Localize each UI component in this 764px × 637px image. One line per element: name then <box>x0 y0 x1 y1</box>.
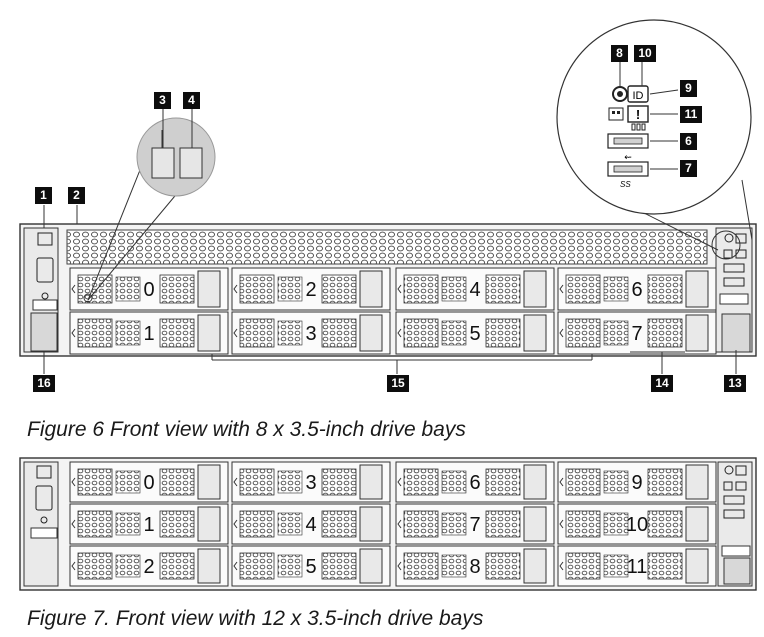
drive-bay-number: 1 <box>143 514 154 536</box>
drive-bay-number: 5 <box>305 556 316 578</box>
drive-bay: 3 <box>231 461 391 503</box>
right-control-ear <box>715 227 753 353</box>
drive-bay-number: 3 <box>305 472 316 494</box>
callout-3: 3 <box>154 92 171 109</box>
drive-bay-number: 4 <box>305 514 316 536</box>
drive-bay-number: 6 <box>631 279 642 301</box>
drive-bay: 0 <box>69 461 229 503</box>
left-control-ear <box>23 227 59 353</box>
drive-bay: 7 <box>395 503 555 545</box>
callout-13: 13 <box>724 375 746 392</box>
callout-14: 14 <box>651 375 673 392</box>
drive-bay: 1 <box>69 311 229 355</box>
drive-bay: 2 <box>69 545 229 587</box>
callout-1: 1 <box>35 187 52 204</box>
drive-bay-number: 3 <box>305 323 316 345</box>
drive-bay: 11 <box>557 545 717 587</box>
figure7-drive-bays: 0 1 2 3 4 5 6 7 8 9 10 11 <box>69 461 717 587</box>
zoom-operator-panel: ID ! ⇜ SS <box>556 19 753 260</box>
figure6-drive-bays: 0 1 2 3 4 5 6 7 <box>69 267 717 355</box>
drive-bay: 4 <box>231 503 391 545</box>
figure6-caption: Figure 6 Front view with 8 x 3.5-inch dr… <box>27 418 466 441</box>
callout-8: 8 <box>611 45 628 62</box>
callout-2: 2 <box>68 187 85 204</box>
drive-bay-number: 10 <box>626 514 648 536</box>
drive-bay: 10 <box>557 503 717 545</box>
drive-bay-number: 5 <box>469 323 480 345</box>
callout-16: 16 <box>33 375 55 392</box>
drive-bay-number: 4 <box>469 279 480 301</box>
id-button-label: ID <box>633 90 644 102</box>
drive-bay: 4 <box>395 267 555 311</box>
drive-bay-number: 2 <box>143 556 154 578</box>
drive-bay: 9 <box>557 461 717 503</box>
drive-bay-number: 9 <box>631 472 642 494</box>
drive-bay-number: 8 <box>469 556 480 578</box>
drive-bay-number: 6 <box>469 472 480 494</box>
drive-bay-number: 0 <box>143 472 154 494</box>
drive-bay: 5 <box>395 311 555 355</box>
figure7-chassis: 0 1 2 3 4 5 6 7 8 9 10 11 <box>19 457 757 591</box>
callout-11: 11 <box>680 106 702 123</box>
drive-bay-number: 2 <box>305 279 316 301</box>
drive-bay-number: 1 <box>143 323 154 345</box>
usb3-label: SS <box>620 180 631 189</box>
svg-text:⇜: ⇜ <box>624 152 632 162</box>
drive-bay: 8 <box>395 545 555 587</box>
callout-9: 9 <box>680 80 697 97</box>
drive-bay: 6 <box>557 267 717 311</box>
drive-bay: 2 <box>231 267 391 311</box>
callout-15: 15 <box>387 375 409 392</box>
figure6-chassis: 0 1 2 3 4 5 6 7 <box>19 223 757 357</box>
drive-bay: 3 <box>231 311 391 355</box>
drive-bay: 6 <box>395 461 555 503</box>
callout-10: 10 <box>634 45 656 62</box>
drive-bay-number: 7 <box>469 514 480 536</box>
zoom-led-callout <box>83 107 216 303</box>
drive-bay-number: 7 <box>631 323 642 345</box>
callout-6: 6 <box>680 133 697 150</box>
drive-bay-bracket <box>43 205 737 374</box>
drive-bay: 1 <box>69 503 229 545</box>
svg-text:!: ! <box>636 107 640 122</box>
drive-bay-number: 0 <box>143 279 154 301</box>
figure7-caption: Figure 7. Front view with 12 x 3.5-inch … <box>27 607 484 630</box>
drive-bay: 0 <box>69 267 229 311</box>
drive-bay: 7 <box>557 311 717 355</box>
callout-4: 4 <box>183 92 200 109</box>
drive-bay-number: 11 <box>627 556 648 578</box>
drive-bay: 5 <box>231 545 391 587</box>
callout-7: 7 <box>680 160 697 177</box>
